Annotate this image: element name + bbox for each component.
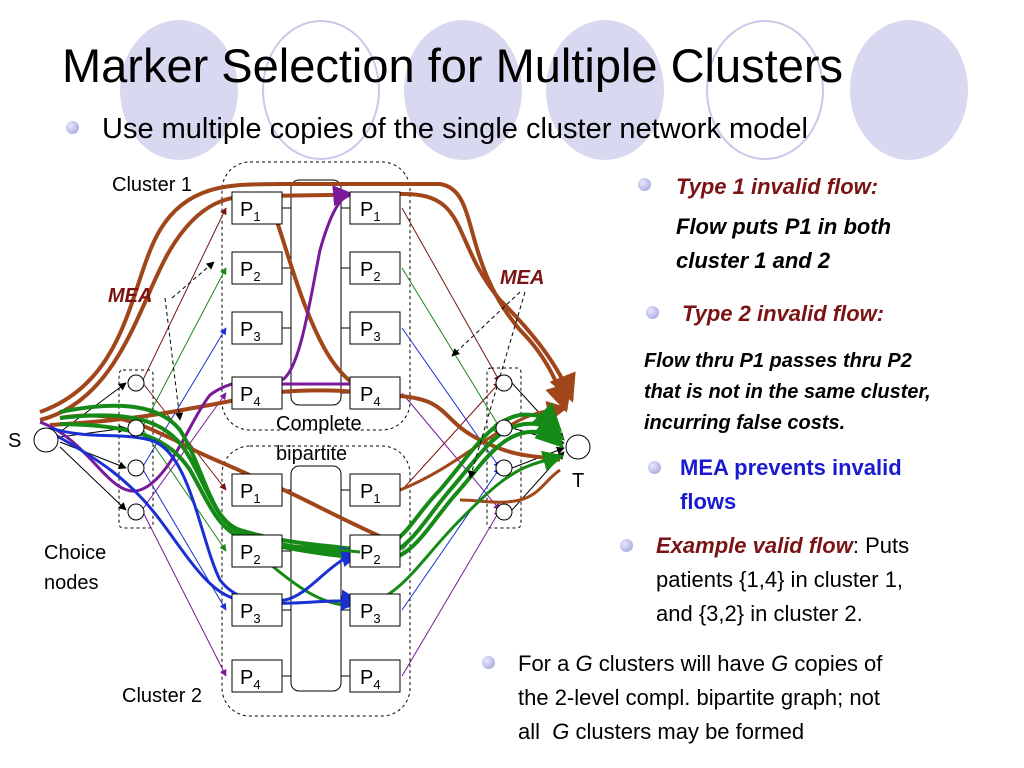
cluster1-left-node <box>231 311 283 345</box>
node-label: P4 <box>240 667 261 692</box>
type1-line: cluster 1 and 2 <box>676 248 831 273</box>
cluster1-right-node <box>349 251 401 285</box>
cluster2-right-node <box>349 593 401 627</box>
node-label: P1 <box>240 481 261 506</box>
node-label: P2 <box>360 542 381 567</box>
decorative-circle <box>404 20 522 160</box>
example-note-line: patients {1,4} in cluster 1, <box>656 567 904 592</box>
cluster1-left-node <box>231 251 283 285</box>
complete-bipartite-label: bipartite <box>276 443 347 465</box>
main-bullet-text: Use multiple copies of the single cluste… <box>102 113 808 145</box>
g-note-text: copies of <box>788 651 883 676</box>
choice-node-right <box>495 374 513 392</box>
cluster2-label: Cluster 2 <box>122 685 202 707</box>
choice-node-left <box>127 503 145 521</box>
type2-line: that is not in the same cluster, <box>644 381 931 403</box>
choice-node-left <box>127 419 145 437</box>
node-label: P3 <box>240 319 261 344</box>
bullet-icon <box>646 306 659 319</box>
cluster2-left-node <box>231 473 283 507</box>
decorative-circle <box>706 20 824 160</box>
cluster1-label: Cluster 1 <box>112 174 192 196</box>
choice-nodes-enclosure-left <box>118 369 154 529</box>
g-note-text: For a <box>518 651 576 676</box>
g-note-variable: G <box>771 651 789 676</box>
g-note-line: the 2-level compl. bipartite graph; not <box>518 685 880 710</box>
type2-line: Flow thru P1 passes thru P2 <box>644 350 912 372</box>
decorative-circle <box>262 20 380 160</box>
node-label: P3 <box>360 319 381 344</box>
node-label: P3 <box>360 601 381 626</box>
choice-node-right <box>495 503 513 521</box>
g-note-variable: G <box>575 651 593 676</box>
mea-label-right: MEA <box>500 267 544 289</box>
g-note-line: For a G clusters will have G copies of <box>518 647 882 681</box>
g-note-line: all G clusters may be formed <box>518 715 804 749</box>
sink-label: T <box>572 470 584 492</box>
node-label: P4 <box>240 384 261 409</box>
choice-node-left <box>127 459 145 477</box>
node-label: P4 <box>360 384 381 409</box>
cluster1-right-node <box>349 376 401 410</box>
type1-heading: Type 1 invalid flow: <box>676 174 879 199</box>
cluster2-right-node <box>349 473 401 507</box>
bipartite-link-block <box>290 465 342 692</box>
choice-nodes-label: Choice <box>44 542 106 564</box>
source-label: S <box>8 430 21 452</box>
source-node <box>33 427 59 453</box>
g-note-variable: G <box>552 719 570 744</box>
cluster1-right-node <box>349 191 401 225</box>
cluster2-right-node <box>349 659 401 693</box>
choice-nodes-enclosure-right <box>486 367 522 529</box>
node-label: P2 <box>240 259 261 284</box>
node-label: P1 <box>360 481 381 506</box>
g-note-text: clusters may be formed <box>569 719 805 744</box>
bullet-icon <box>638 178 651 191</box>
example-text: : Puts <box>852 533 910 558</box>
cluster1-left-node <box>231 191 283 225</box>
choice-node-right <box>495 459 513 477</box>
node-label: P1 <box>360 199 381 224</box>
sink-node <box>565 434 591 460</box>
bullet-icon <box>482 656 495 669</box>
choice-nodes-label: nodes <box>44 572 99 594</box>
choice-node-left <box>127 374 145 392</box>
node-label: P2 <box>360 259 381 284</box>
type2-heading: Type 2 invalid flow: <box>682 301 885 326</box>
mea-note-line: flows <box>680 489 737 514</box>
node-label: P3 <box>240 601 261 626</box>
type1-line: Flow puts P1 in both <box>676 214 892 239</box>
bullet-icon <box>620 539 633 552</box>
decorative-circle <box>546 20 664 160</box>
g-note-text: clusters will have <box>592 651 772 676</box>
cluster2-left-node <box>231 659 283 693</box>
cluster1-right-node <box>349 311 401 345</box>
bullet-icon <box>648 461 661 474</box>
example-heading: Example valid flow <box>656 533 853 558</box>
decorative-circle <box>850 20 968 160</box>
node-label: P1 <box>240 199 261 224</box>
bullet-icon <box>66 121 79 134</box>
decorative-circle <box>120 20 238 160</box>
example-note-line: Example valid flow: Puts <box>656 529 909 563</box>
complete-bipartite-label: Complete <box>276 413 362 435</box>
mea-label-left: MEA <box>108 285 152 307</box>
example-note-line: and {3,2} in cluster 2. <box>656 601 863 626</box>
node-label: P4 <box>360 667 381 692</box>
node-label: P2 <box>240 542 261 567</box>
g-note-text: all <box>518 719 553 744</box>
slide-title: Marker Selection for Multiple Clusters <box>62 39 843 92</box>
cluster1-enclosure <box>221 161 411 431</box>
cluster2-left-node <box>231 593 283 627</box>
type2-line: incurring false costs. <box>644 412 846 434</box>
choice-node-right <box>495 419 513 437</box>
cluster1-left-node <box>231 376 283 410</box>
cluster2-left-node <box>231 534 283 568</box>
mea-note-line: MEA prevents invalid <box>680 455 902 480</box>
bipartite-link-block <box>290 179 342 406</box>
